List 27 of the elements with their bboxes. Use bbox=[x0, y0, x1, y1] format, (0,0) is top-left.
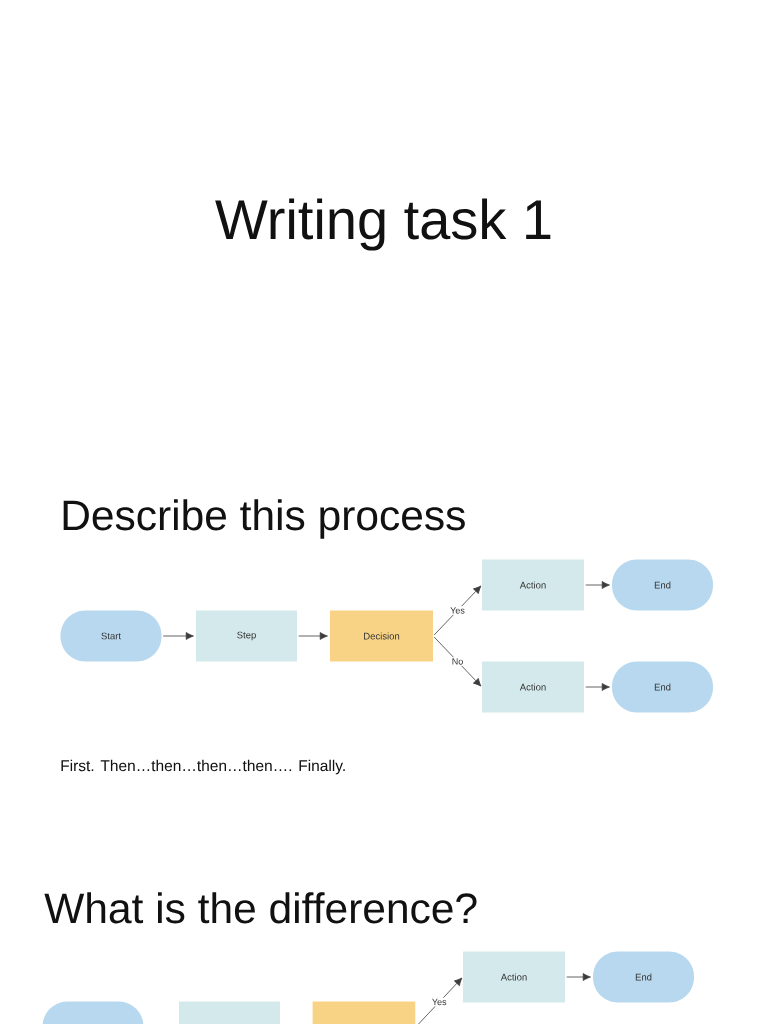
process-box: Step bbox=[196, 610, 297, 662]
title: Writing task 1 bbox=[215, 198, 551, 251]
edge-label: Yes bbox=[430, 997, 448, 1007]
edge-label: No bbox=[450, 657, 465, 666]
heading: What is the difference? bbox=[44, 892, 477, 924]
terminator-pill: End bbox=[612, 559, 713, 611]
arrow bbox=[585, 683, 610, 691]
arrow bbox=[416, 977, 463, 1024]
arrow bbox=[298, 632, 328, 640]
process-box bbox=[179, 1001, 280, 1024]
process-box: Action bbox=[482, 661, 584, 713]
decision-box bbox=[312, 1001, 416, 1024]
arrow bbox=[585, 581, 610, 589]
decision-box: Decision bbox=[330, 610, 433, 662]
terminator-pill bbox=[42, 1001, 144, 1024]
process-box: Action bbox=[463, 951, 565, 1003]
prompt-text: First. Then…then…then…then…. Finally. bbox=[61, 759, 345, 775]
arrow bbox=[162, 632, 194, 640]
arrow bbox=[433, 636, 482, 687]
edge-label: Yes bbox=[448, 606, 467, 615]
terminator-pill: End bbox=[612, 661, 713, 713]
terminator-pill: Start bbox=[60, 610, 162, 662]
heading: Describe this process bbox=[63, 499, 465, 539]
arrow bbox=[566, 973, 591, 981]
terminator-pill: End bbox=[593, 951, 694, 1003]
process-box: Action bbox=[482, 559, 584, 611]
arrow bbox=[433, 585, 482, 636]
